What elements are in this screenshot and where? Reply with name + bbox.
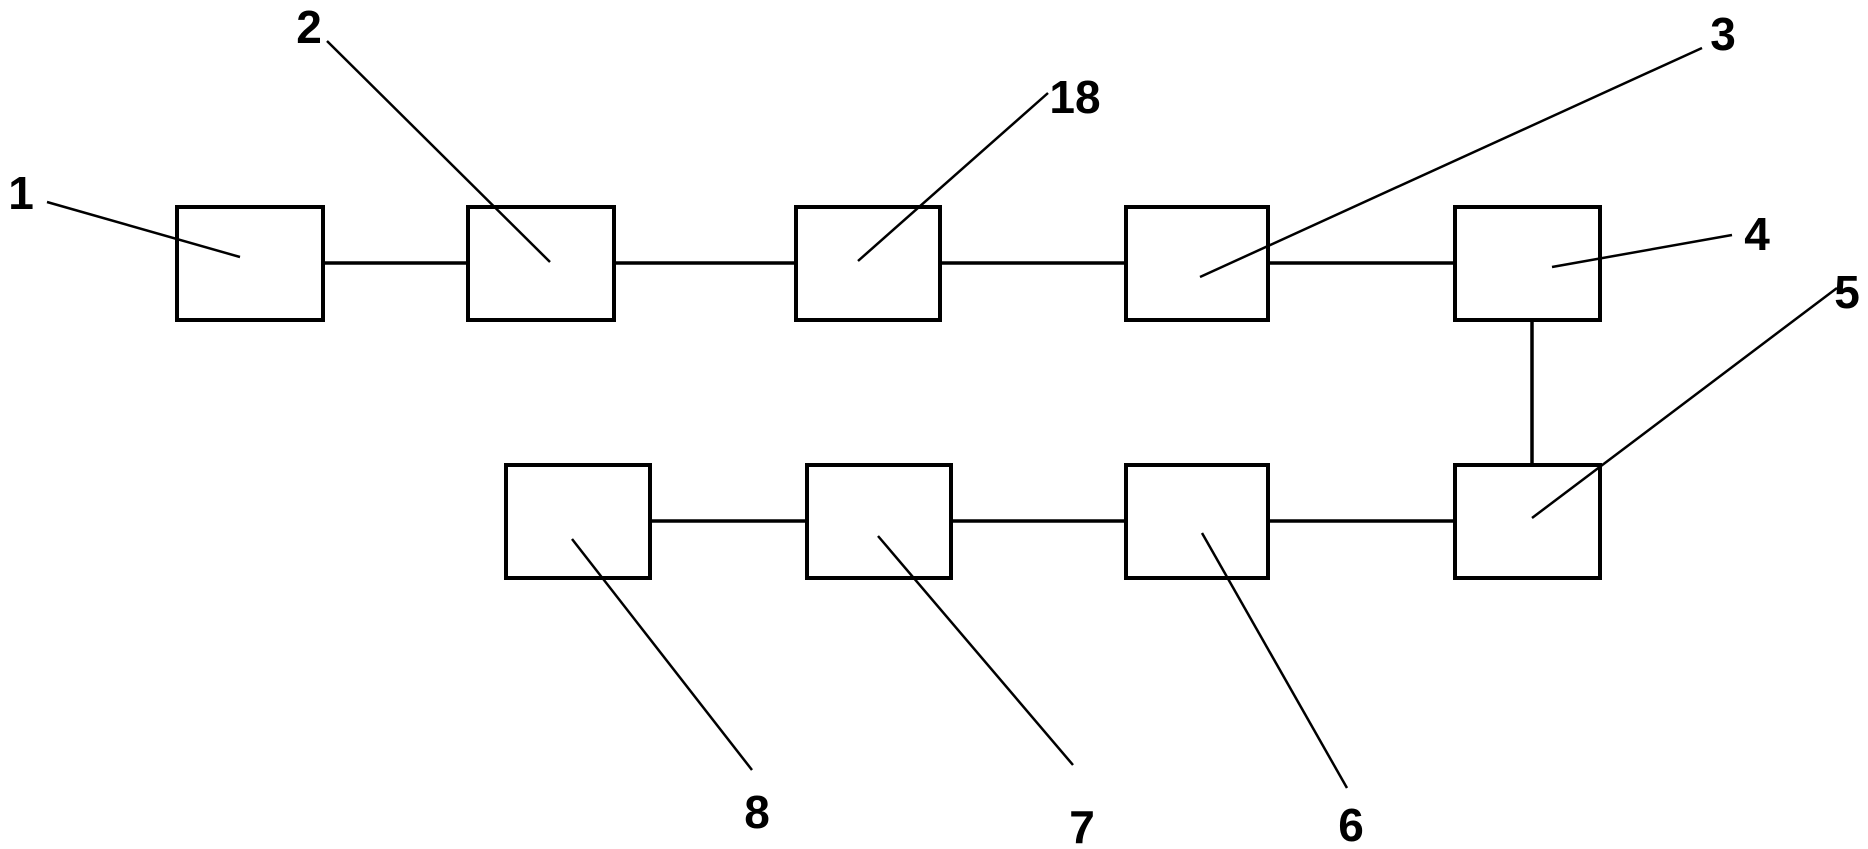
leader-line-2 — [326, 40, 551, 263]
callout-label-3: 3 — [1710, 8, 1736, 60]
box-6 — [1124, 463, 1270, 580]
box-7 — [805, 463, 953, 580]
leader-line-3 — [1199, 46, 1703, 279]
leader-line-1 — [46, 200, 241, 259]
box-1 — [175, 205, 325, 322]
leader-line-5 — [1531, 287, 1838, 519]
leader-line-8 — [571, 538, 753, 771]
leader-line-4 — [1551, 233, 1733, 269]
box-2 — [466, 205, 616, 322]
box-18 — [794, 205, 942, 322]
leader-line-7 — [877, 535, 1074, 766]
box-8 — [504, 463, 652, 580]
leader-line-18 — [857, 92, 1049, 262]
callout-label-2: 2 — [296, 1, 322, 53]
callout-label-4: 4 — [1744, 208, 1770, 260]
callout-label-5: 5 — [1834, 266, 1860, 318]
callout-label-6: 6 — [1338, 799, 1364, 849]
callout-label-1: 1 — [8, 167, 34, 219]
leader-line-6 — [1200, 532, 1349, 789]
callout-label-8: 8 — [744, 786, 770, 838]
callout-label-18: 18 — [1049, 71, 1100, 123]
box-3 — [1124, 205, 1270, 322]
callout-label-7: 7 — [1069, 801, 1095, 849]
